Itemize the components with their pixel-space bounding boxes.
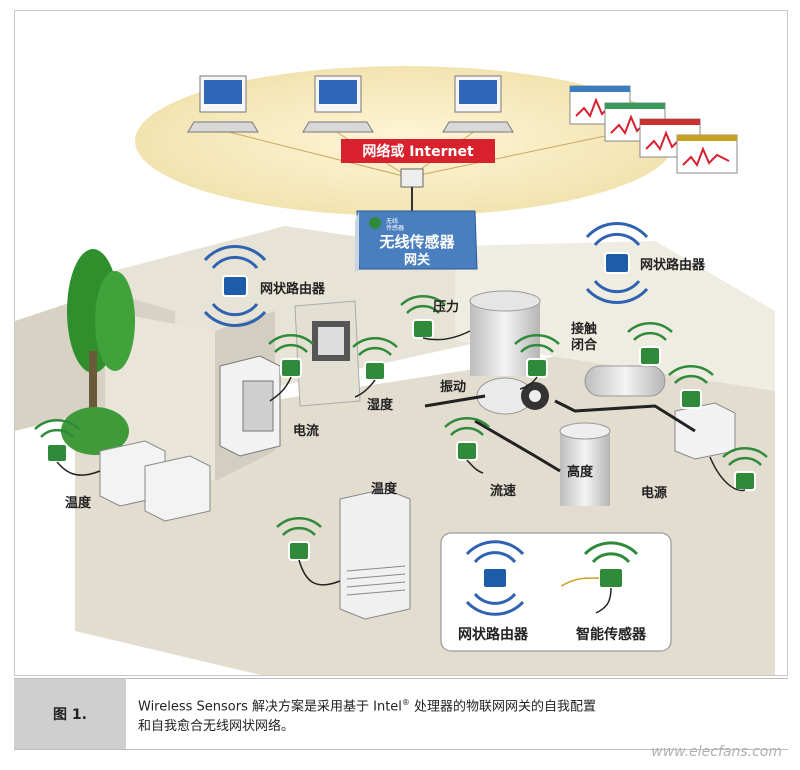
current-meter-box <box>219 355 281 457</box>
pipe <box>424 394 696 473</box>
smart-sensor <box>352 337 398 381</box>
network-label-box <box>341 139 495 163</box>
chart-report-icon <box>676 134 738 174</box>
label-vibration: 振动 <box>440 379 466 395</box>
smart-sensor <box>514 334 560 378</box>
computer-icon <box>442 75 514 133</box>
computer-icon <box>302 75 374 133</box>
registered-mark: ® <box>401 698 410 707</box>
figure-number: 图 1. <box>14 679 126 749</box>
sensor-wires <box>56 330 746 586</box>
ethernet-port-icon <box>400 168 424 188</box>
label-pressure: 压力 <box>433 299 459 315</box>
network-diagram: 网络或 Internet 无线 传感器 无线传感器 网关 网状路由器 网状路由器 <box>15 66 775 675</box>
mesh-router-left <box>203 245 267 327</box>
tree <box>61 249 135 455</box>
legend-router-label: 网状路由器 <box>458 626 529 643</box>
smart-sensor <box>444 417 490 461</box>
height-tank <box>559 422 611 506</box>
caption-part: Wireless Sensors 解决方案是采用基于 Intel <box>138 699 402 715</box>
label-mesh-router-left: 网状路由器 <box>260 281 326 297</box>
mesh-router-right <box>585 222 649 304</box>
contact-tank <box>584 365 666 397</box>
label-flow: 流速 <box>490 483 516 499</box>
gateway-title: 无线传感器 <box>378 233 455 251</box>
label-power: 电源 <box>641 485 667 501</box>
label-contact-2: 闭合 <box>571 337 598 353</box>
server-rack <box>339 488 411 620</box>
power-box <box>674 402 736 460</box>
legend-sensor-icon <box>560 541 639 614</box>
gateway-badge: 无线 <box>386 217 398 225</box>
gateway-badge: 传感器 <box>386 224 404 232</box>
label-mesh-router-right: 网状路由器 <box>640 257 706 273</box>
smart-sensor <box>268 334 314 378</box>
smart-sensor <box>34 419 80 463</box>
smart-sensor <box>668 365 714 409</box>
label-current: 电流 <box>293 423 319 439</box>
legend-sensor-label: 智能传感器 <box>575 626 647 643</box>
caption-line-2: 和自我愈合无线网状网络。 <box>138 719 295 735</box>
figure-caption: 图 1. Wireless Sensors 解决方案是采用基于 Intel® 处… <box>14 678 788 750</box>
label-height: 高度 <box>567 464 594 480</box>
watermark: www.elecfans.com <box>651 744 782 760</box>
computer-icon <box>187 75 259 133</box>
legend-router-icon <box>465 540 525 616</box>
diagram-frame: 网络或 Internet 无线 传感器 无线传感器 网关 网状路由器 网状路由器 <box>14 10 788 676</box>
vibration-motor <box>476 377 549 415</box>
caption-text: Wireless Sensors 解决方案是采用基于 Intel® 处理器的物联… <box>138 693 778 737</box>
network-label: 网络或 Internet <box>362 143 474 160</box>
label-contact-1: 接触 <box>571 321 597 337</box>
smart-sensor <box>627 322 673 366</box>
smart-sensor <box>400 295 446 339</box>
legend-box: 网状路由器 智能传感器 <box>440 532 672 652</box>
caption-part: 处理器的物联网网关的自我配置 <box>409 699 597 715</box>
gateway-device: 无线 传感器 无线传感器 网关 <box>355 210 478 273</box>
fireplace-equipment <box>294 300 361 407</box>
hvac-units <box>99 440 211 522</box>
label-temperature-left: 温度 <box>65 495 92 511</box>
smart-sensor <box>722 447 768 491</box>
label-humidity: 湿度 <box>367 397 394 413</box>
label-temperature-center: 温度 <box>371 481 398 497</box>
gateway-subtitle: 网关 <box>404 252 430 268</box>
